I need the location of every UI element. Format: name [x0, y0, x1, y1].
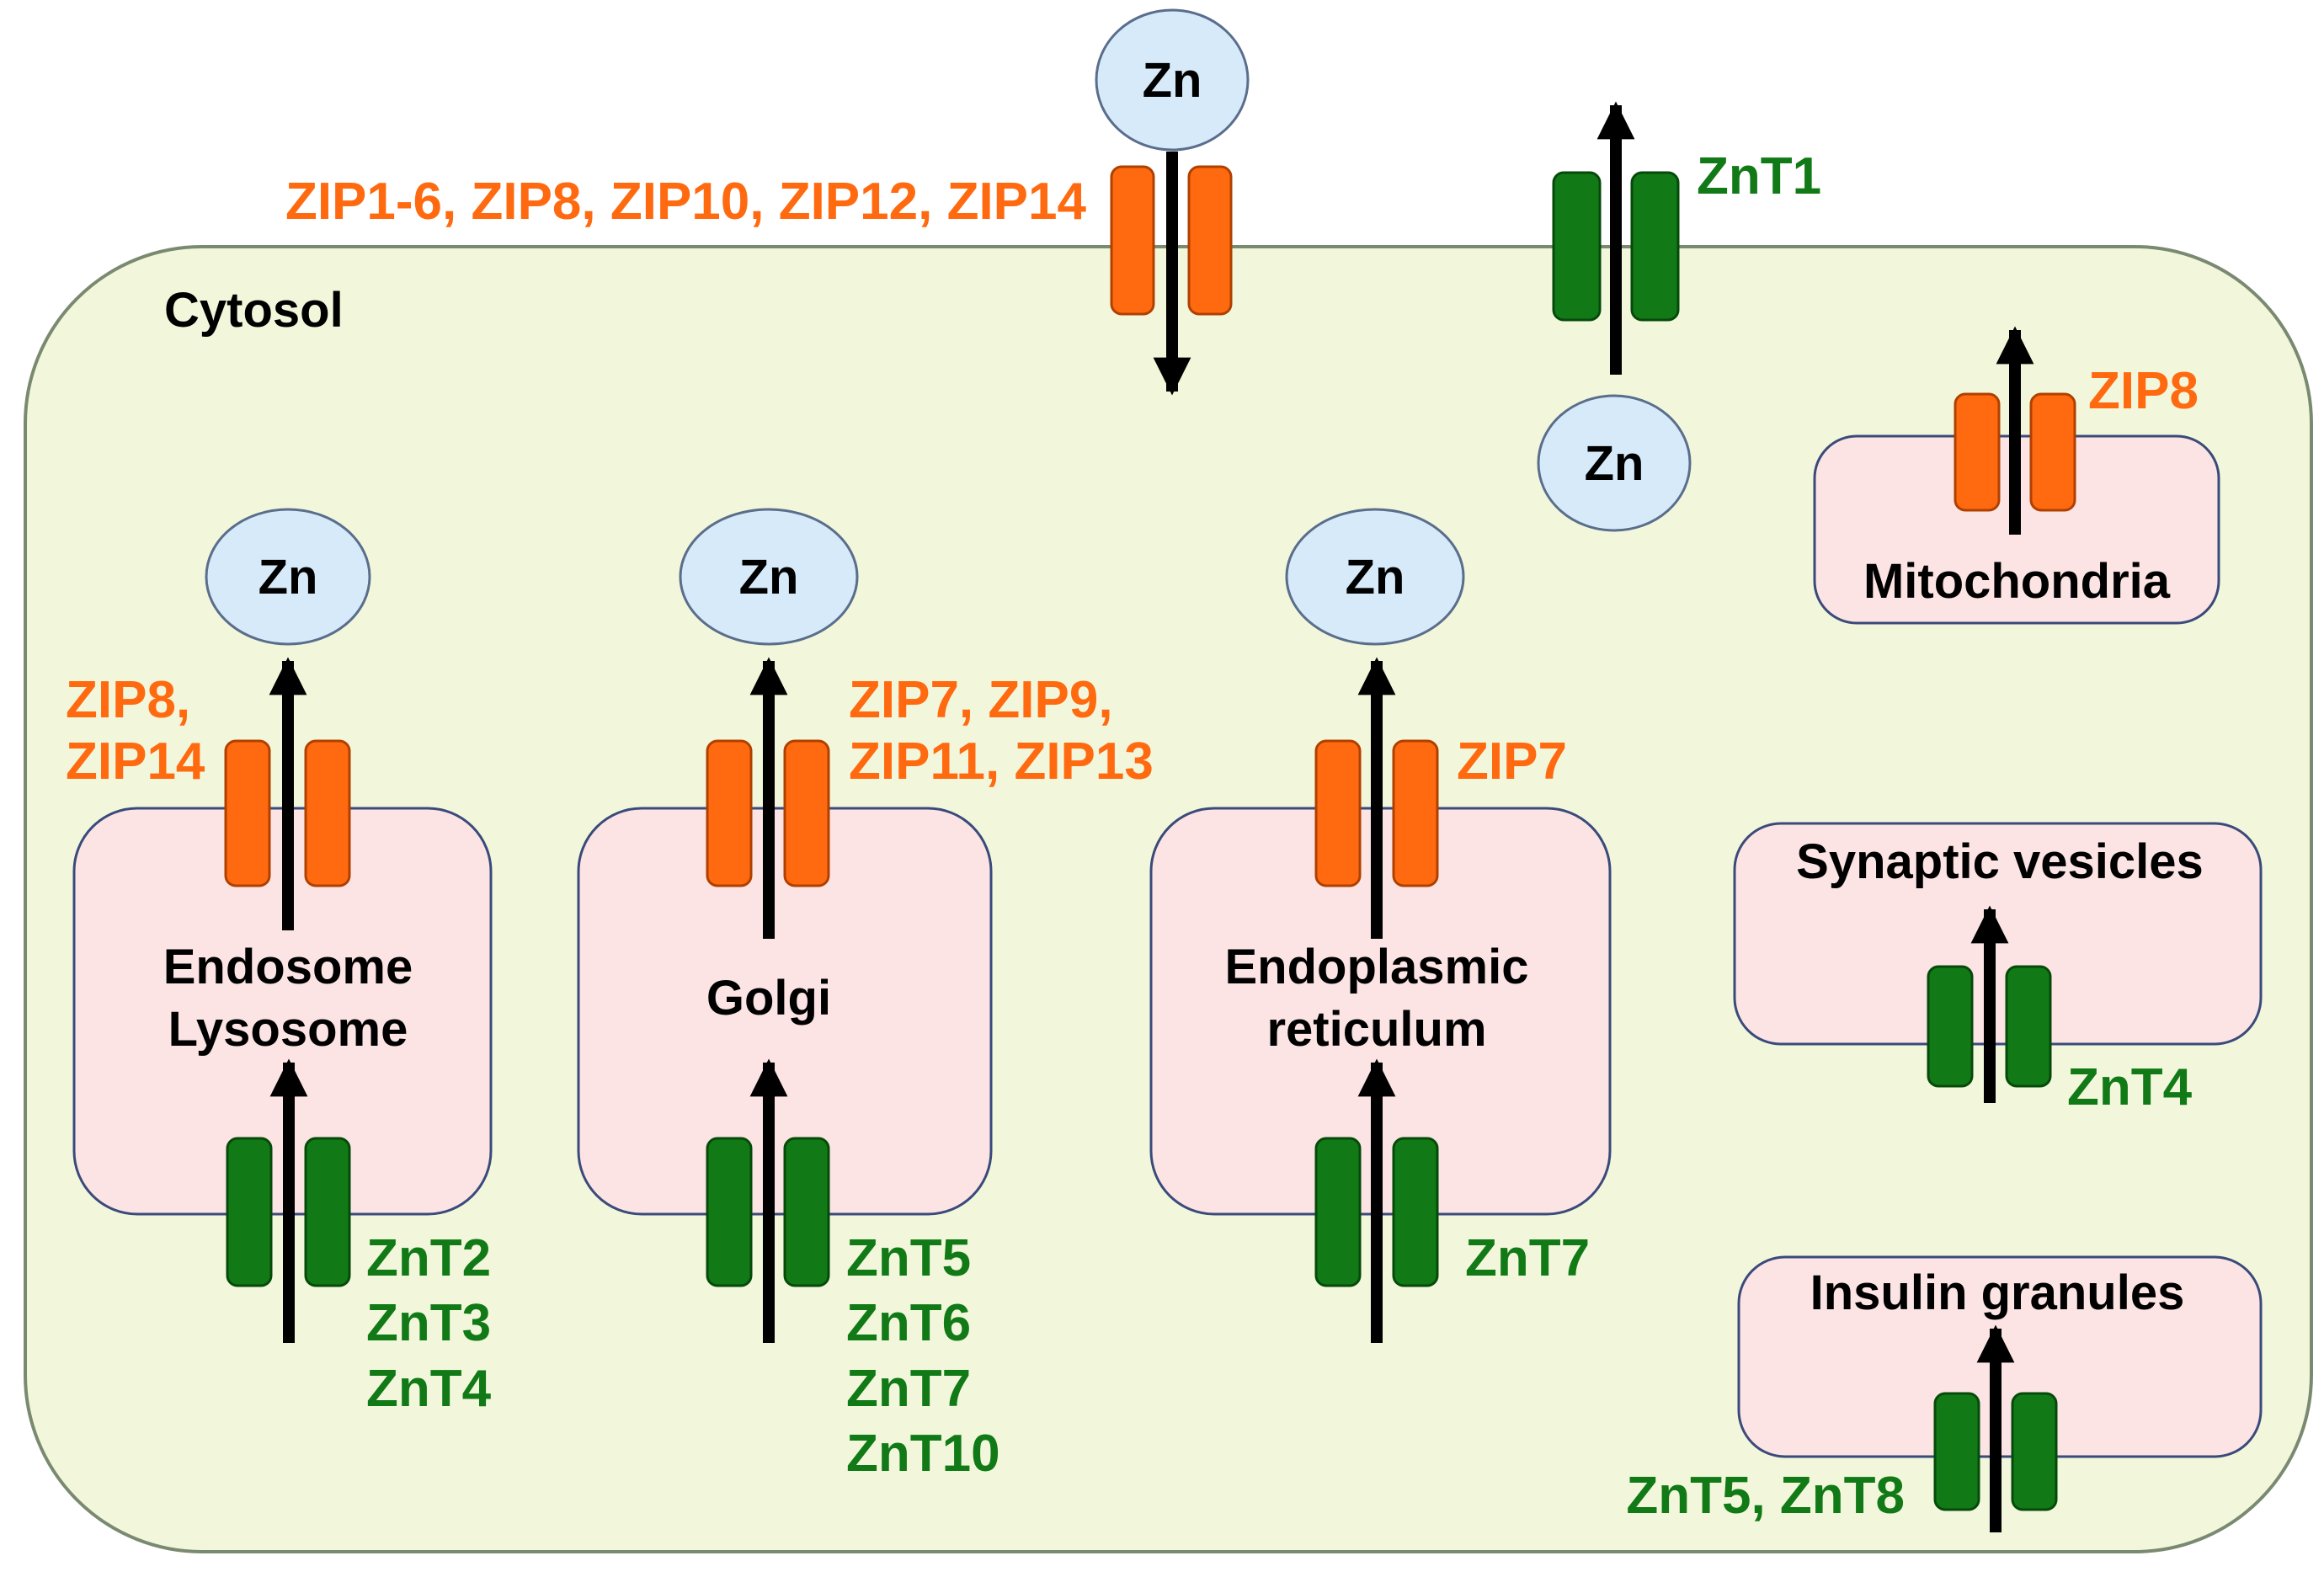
plasma-membrane-zip-group: Zn ZIP1-6, ZIP8, ZIP10, ZIP12, ZIP14: [285, 8, 1250, 396]
zn-ion: [1537, 394, 1692, 532]
golgi-znt-label: ZnT5: [846, 1229, 971, 1287]
mitochondria-name: Mitochondria: [1863, 554, 2171, 609]
synaptic-vesicles-group: Synaptic vesicles ZnT4: [1733, 822, 2263, 1116]
plasma-membrane-znt-group: ZnT1 Zn: [1537, 101, 1821, 532]
zip-transporter-left: [1314, 739, 1362, 887]
znt-transporter-left: [706, 1137, 753, 1287]
znt-transporter-right: [1392, 1137, 1439, 1287]
endosome-group: Zn ZIP8, ZIP14 Endosome Lysosome ZnT2 Zn…: [66, 508, 493, 1418]
mitochondria-group: ZIP8 Mitochondria: [1813, 326, 2220, 625]
zip-transporter-right: [783, 739, 830, 887]
zn-ion: [1095, 8, 1250, 152]
endosome-name-line1: Endosome: [163, 940, 413, 994]
zn-ion: [1285, 508, 1465, 646]
znt1-label: ZnT1: [1697, 147, 1821, 205]
zn-label: Zn: [739, 550, 799, 605]
zn-label: Zn: [1585, 436, 1644, 491]
synaptic-znt-label: ZnT4: [2067, 1058, 2193, 1116]
golgi-name: Golgi: [706, 971, 831, 1026]
endosome-zip-label-line1: ZIP8,: [66, 671, 190, 729]
synaptic-vesicles-name: Synaptic vesicles: [1796, 834, 2204, 889]
golgi-zip-label-line1: ZIP7, ZIP9,: [849, 671, 1113, 729]
zn-ion: [205, 508, 371, 646]
znt-transporter-right: [2005, 965, 2052, 1088]
zip-transporter-right: [304, 739, 351, 887]
endosome-znt-label: ZnT2: [366, 1229, 491, 1287]
golgi-group: Zn ZIP7, ZIP9, ZIP11, ZIP13 Golgi ZnT5 Z…: [577, 508, 1154, 1483]
insulin-granules-name: Insulin granules: [1810, 1265, 2185, 1320]
zip-transporter-right: [2029, 392, 2076, 512]
znt-transporter-left: [1552, 171, 1602, 322]
zip-transporter-right: [1392, 739, 1439, 887]
znt-transporter-left: [1314, 1137, 1362, 1287]
zip-transporter-left: [1954, 392, 2001, 512]
endosome-znt-label: ZnT3: [366, 1294, 491, 1352]
golgi-zip-label-line2: ZIP11, ZIP13: [849, 733, 1154, 791]
znt-transporter-right: [304, 1137, 351, 1287]
er-zip-label: ZIP7: [1457, 733, 1567, 791]
zn-label: Zn: [259, 550, 318, 605]
zip-transporter-left: [706, 739, 753, 887]
zip-transporter-left: [1110, 165, 1155, 316]
insulin-znt-label: ZnT5, ZnT8: [1626, 1467, 1905, 1525]
znt-transporter-left: [1933, 1392, 1980, 1511]
endosome-zip-label-line2: ZIP14: [66, 733, 205, 791]
zip-transporter-left: [224, 739, 271, 887]
golgi-znt-label: ZnT6: [846, 1294, 971, 1352]
zn-label: Zn: [1143, 53, 1202, 108]
zip-transporter-right: [1187, 165, 1233, 316]
znt-transporter-left: [226, 1137, 273, 1287]
zn-ion: [679, 508, 859, 646]
znt-transporter-left: [1927, 965, 1974, 1088]
cytosol-label: Cytosol: [164, 283, 344, 338]
er-name-line1: Endoplasmic: [1225, 940, 1529, 994]
insulin-granules-group: Insulin granules ZnT5, ZnT8: [1626, 1255, 2263, 1532]
plasma-zip-label: ZIP1-6, ZIP8, ZIP10, ZIP12, ZIP14: [285, 173, 1087, 231]
er-group: Zn ZIP7 Endoplasmic reticulum ZnT7: [1149, 508, 1612, 1343]
er-znt-label: ZnT7: [1465, 1229, 1590, 1287]
golgi-znt-label: ZnT7: [846, 1360, 971, 1418]
mitochondria-zip-label: ZIP8: [2088, 362, 2199, 420]
endosome-name-line2: Lysosome: [168, 1002, 408, 1057]
endosome-znt-label: ZnT4: [366, 1360, 492, 1418]
znt-transporter-right: [783, 1137, 830, 1287]
znt-transporter-right: [2011, 1392, 2058, 1511]
znt-transporter-right: [1630, 171, 1680, 322]
golgi-znt-label: ZnT10: [846, 1425, 1000, 1483]
zn-label: Zn: [1346, 550, 1405, 605]
er-name-line2: reticulum: [1266, 1002, 1486, 1057]
